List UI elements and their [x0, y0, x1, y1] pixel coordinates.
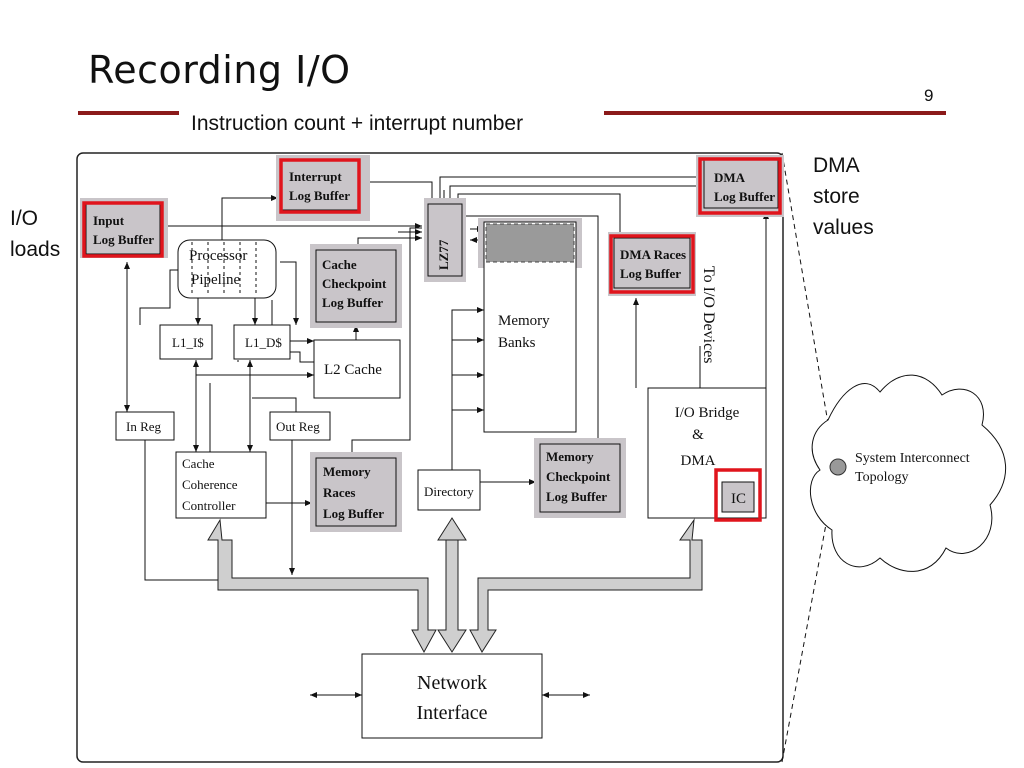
- network-bus-arrows: [207, 517, 703, 654]
- highlight-dma-races: [609, 234, 695, 294]
- io-bridge-dma: I/O Bridge&DMA: [675, 405, 740, 469]
- highlight-ic: [714, 468, 762, 522]
- highlight-dma-log: [698, 157, 782, 215]
- memory-banks-shaded-region: [485, 223, 575, 263]
- slide-title: Recording I/O: [88, 48, 351, 92]
- title-rule-left: [78, 111, 179, 115]
- bus-arrow-right: [469, 518, 703, 653]
- bus-arrow-left: [207, 518, 437, 654]
- highlight-input-log: [82, 201, 164, 258]
- interrupt-controller: IC: [731, 491, 746, 507]
- in-reg: In Reg: [126, 419, 162, 434]
- to-io-devices: To I/O Devices: [700, 266, 717, 364]
- interconnect-node: [829, 458, 847, 476]
- bus-arrow-middle: [437, 517, 467, 653]
- wires: [124, 152, 837, 763]
- directory: Directory: [424, 484, 474, 499]
- title-rule-right: [604, 111, 946, 115]
- component-boxes: [85, 159, 779, 739]
- dma-store-values-label: DMA store values: [813, 154, 874, 239]
- l1-icache: L1_I$: [172, 335, 204, 350]
- lz77-compressor: LZ77: [436, 239, 451, 270]
- l2-cache: L2 Cache: [324, 362, 382, 378]
- highlight-interrupt-log: [279, 158, 361, 214]
- system-interconnect-cloud: [809, 374, 1007, 572]
- subtitle: Instruction count + interrupt number: [191, 112, 524, 135]
- slide-number: 9: [924, 86, 934, 105]
- pipeline-stages: [191, 242, 257, 296]
- highlight-borders: [82, 157, 782, 522]
- io-loads-label: I/O loads: [10, 207, 61, 261]
- diagram-frame: [76, 152, 784, 763]
- out-reg: Out Reg: [276, 419, 320, 434]
- l1-dcache: L1_D$: [245, 335, 282, 350]
